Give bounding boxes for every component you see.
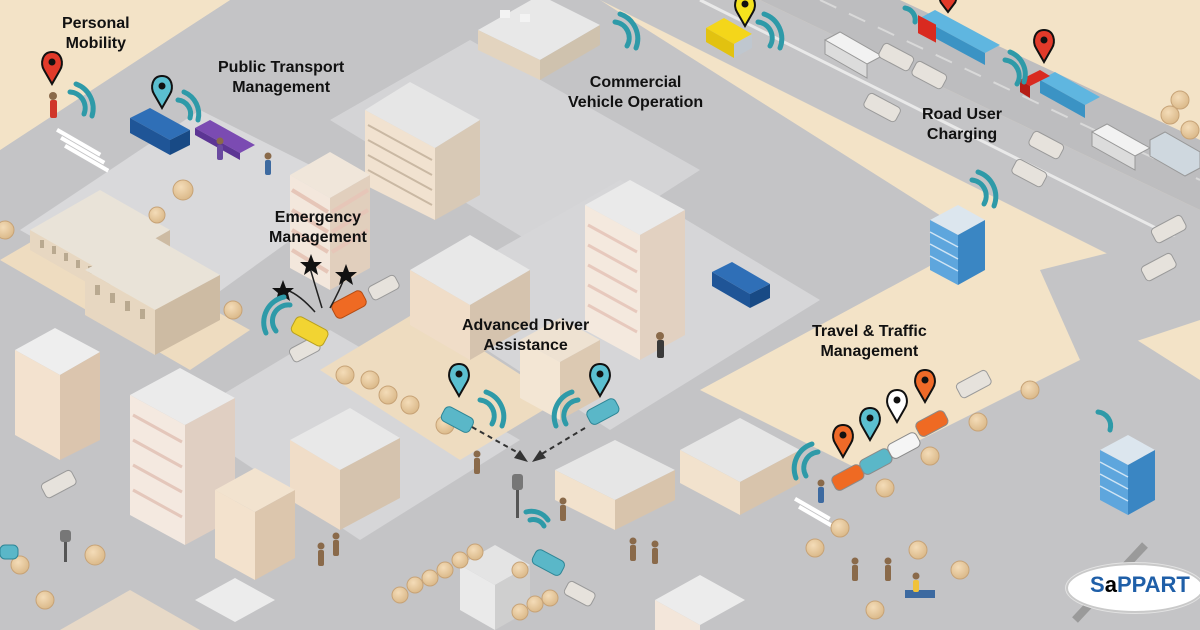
location-pin-icon [589,362,611,399]
trees [0,90,1200,621]
location-pin-icon [1033,28,1055,65]
bus-icon [1090,123,1200,177]
sappart-logo-text: SaPPART [1090,572,1190,597]
building-blue-glass-1 [929,205,985,285]
car-icon [0,398,620,576]
building-left-office-2 [85,235,220,355]
bus-icon [823,31,884,79]
building-striped-emergency [290,152,370,290]
truck-icon [706,18,752,58]
traffic-light [60,530,71,562]
building-commercial-top [478,0,600,80]
bus-icon [712,262,770,308]
building-shop-1 [555,440,675,530]
building-center-block [410,235,530,360]
location-pin-icon [151,74,173,111]
star-icon [272,254,357,301]
truck-icon [1020,70,1100,118]
location-pin-icon [41,50,63,87]
building-lower-left-tower [130,368,235,545]
building-bottom-left [60,578,275,630]
adas-arrows [471,426,586,456]
bus-icon [130,108,190,155]
truck-icon [918,10,1000,65]
bus-shelter [195,120,255,160]
location-pin-icon [448,362,470,399]
building-center-tower [585,180,685,360]
building-lower-beige [215,468,295,580]
building-tower-center [365,82,480,220]
location-pin-icon [734,0,756,29]
traffic-light [512,474,523,518]
crosswalk-top-left [56,128,110,173]
building-left-tall [15,328,100,460]
car-icon [831,410,949,491]
location-pin-icon [832,423,854,460]
crosswalk-bottom-right [794,496,835,529]
building-center-small [520,318,600,420]
wireless-signal-icon [67,5,1114,529]
building-shop-2 [680,418,800,515]
location-pin-icon [859,406,881,443]
building-lower-mid [290,408,400,530]
location-pin-icon [886,388,908,425]
sappart-logo-badge [1066,563,1200,613]
location-pin-icon [939,0,957,14]
pedestrian-figures [49,92,935,598]
building-bottom-tower [655,575,745,630]
building-blue-glass-2 [1099,435,1155,515]
location-pin-icon [914,368,936,405]
car-icon [40,42,1187,607]
car-icon [290,290,367,347]
